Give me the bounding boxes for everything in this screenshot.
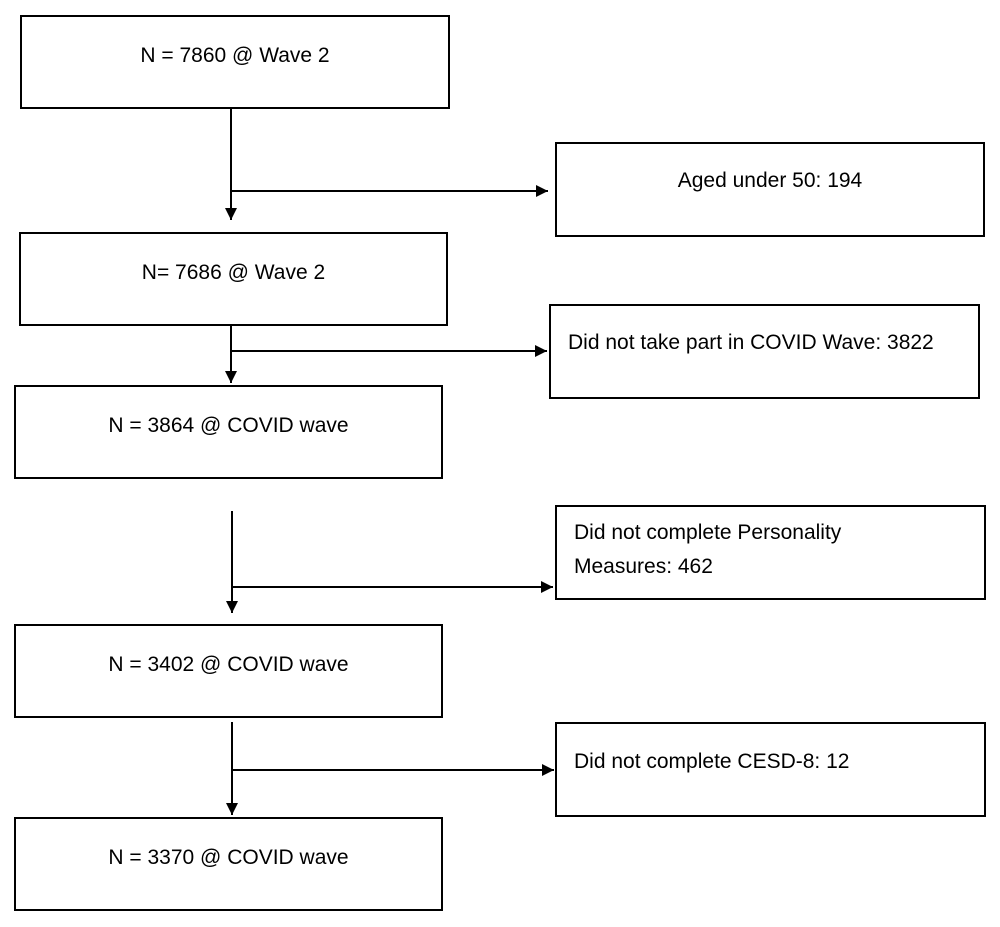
- flow-box-wave2-aged: N= 7686 @ Wave 2: [19, 232, 448, 326]
- exclusion-box-label-line1: Did not complete Personality: [574, 521, 842, 544]
- flow-box-label: N = 3864 @ COVID wave: [108, 414, 349, 437]
- exclusion-box-label: Did not take part in COVID Wave: 3822: [568, 331, 934, 354]
- flow-box-label: N = 7860 @ Wave 2: [140, 44, 330, 67]
- exclusion-box-label: Aged under 50: 194: [677, 169, 863, 192]
- flow-box-label: N = 3370 @ COVID wave: [108, 846, 349, 869]
- flow-box-wave2-initial: N = 7860 @ Wave 2: [20, 15, 450, 109]
- exclusion-box-cesd: Did not complete CESD-8: 12: [555, 722, 986, 817]
- exclusion-box-label-line2: Measures: 462: [574, 555, 713, 578]
- flow-box-covid-personality: N = 3402 @ COVID wave: [14, 624, 443, 718]
- flow-box-covid-wave: N = 3864 @ COVID wave: [14, 385, 443, 479]
- flow-box-label: N = 3402 @ COVID wave: [108, 653, 349, 676]
- exclusion-box-label: Did not complete CESD-8: 12: [574, 750, 850, 773]
- exclusion-box-personality: Did not complete Personality Measures: 4…: [555, 505, 986, 600]
- flow-box-covid-final: N = 3370 @ COVID wave: [14, 817, 443, 911]
- exclusion-box-covid-participation: Did not take part in COVID Wave: 3822: [549, 304, 980, 399]
- flow-box-label: N= 7686 @ Wave 2: [141, 261, 326, 284]
- exclusion-box-age: Aged under 50: 194: [555, 142, 985, 237]
